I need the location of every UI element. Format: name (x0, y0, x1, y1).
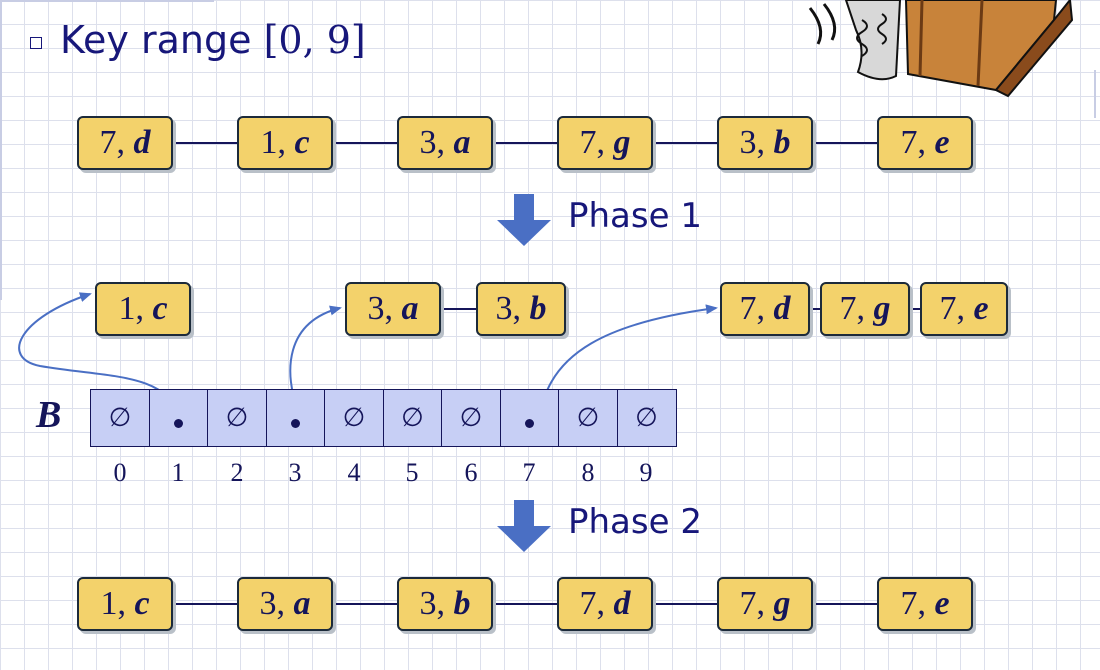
output-node: 7, d (557, 577, 653, 631)
output-node: 3, a (237, 577, 333, 631)
bucket-7-entry: 7, g (820, 282, 910, 336)
bucket-cell-empty: ∅ (558, 389, 618, 447)
bucket-1-entry: 1, c (95, 282, 191, 336)
input-node: 7, d (77, 116, 173, 170)
bucket-index: 2 (230, 458, 244, 487)
bucket-7-entry: 7, e (920, 282, 1008, 336)
output-node: 7, g (717, 577, 813, 631)
input-node: 7, e (877, 116, 973, 170)
bullet-icon (30, 36, 42, 49)
bucket-cell-empty: ∅ (382, 389, 443, 447)
bucket-index: 4 (347, 458, 361, 487)
heading: Key range [0, 9] (30, 18, 366, 62)
pointer-dot-icon (291, 418, 300, 428)
input-node: 1, c (237, 116, 333, 170)
bucket-cell-empty: ∅ (324, 389, 384, 447)
phase-1-arrow-icon (497, 194, 551, 246)
bucket-index: 8 (581, 458, 595, 487)
output-node: 7, e (877, 577, 973, 631)
input-node: 7, g (557, 116, 653, 170)
bucket-3-entry: 3, b (476, 282, 566, 336)
bucket-cell-empty: ∅ (616, 389, 677, 447)
bucket-1-pointer-arrow (18, 292, 181, 418)
phase-2-arrow-icon (497, 500, 551, 552)
heading-text: Key range (60, 18, 252, 62)
heading-range: [0, 9] (263, 18, 366, 62)
output-node: 3, b (397, 577, 493, 631)
bucket-index: 1 (171, 458, 185, 487)
output-node: 1, c (77, 577, 173, 631)
bucket-cell-pointer (148, 389, 209, 447)
bucket-cell-empty: ∅ (207, 389, 267, 447)
bucket-index: 3 (288, 458, 302, 487)
bucket-array-label: B (36, 394, 62, 436)
bucket-index: 0 (113, 458, 127, 487)
bucket-cell-pointer (265, 389, 326, 447)
bucket-7-entry: 7, d (720, 282, 810, 336)
bucket-index: 7 (522, 458, 536, 487)
bucket-cell-empty: ∅ (90, 389, 150, 447)
input-node: 3, b (717, 116, 813, 170)
bucket-cell-pointer (499, 389, 560, 447)
input-node: 3, a (397, 116, 493, 170)
chest-clipart-icon (808, 0, 1074, 98)
bucket-index: 5 (405, 458, 419, 487)
frame-line-left (0, 0, 2, 300)
frame-line-top (0, 0, 214, 2)
frame-line-right (1094, 70, 1096, 118)
bucket-index: 6 (464, 458, 478, 487)
bucket-cell-empty: ∅ (441, 389, 501, 447)
phase-2-label: Phase 2 (568, 502, 702, 542)
pointer-dot-icon (525, 418, 534, 428)
phase-1-label: Phase 1 (568, 196, 702, 236)
bucket-array: ∅ ∅ ∅ ∅ ∅ ∅ ∅ (90, 389, 677, 447)
bucket-index: 9 (639, 458, 653, 487)
bucket-3-entry: 3, a (345, 282, 441, 336)
pointer-dot-icon (174, 418, 183, 428)
